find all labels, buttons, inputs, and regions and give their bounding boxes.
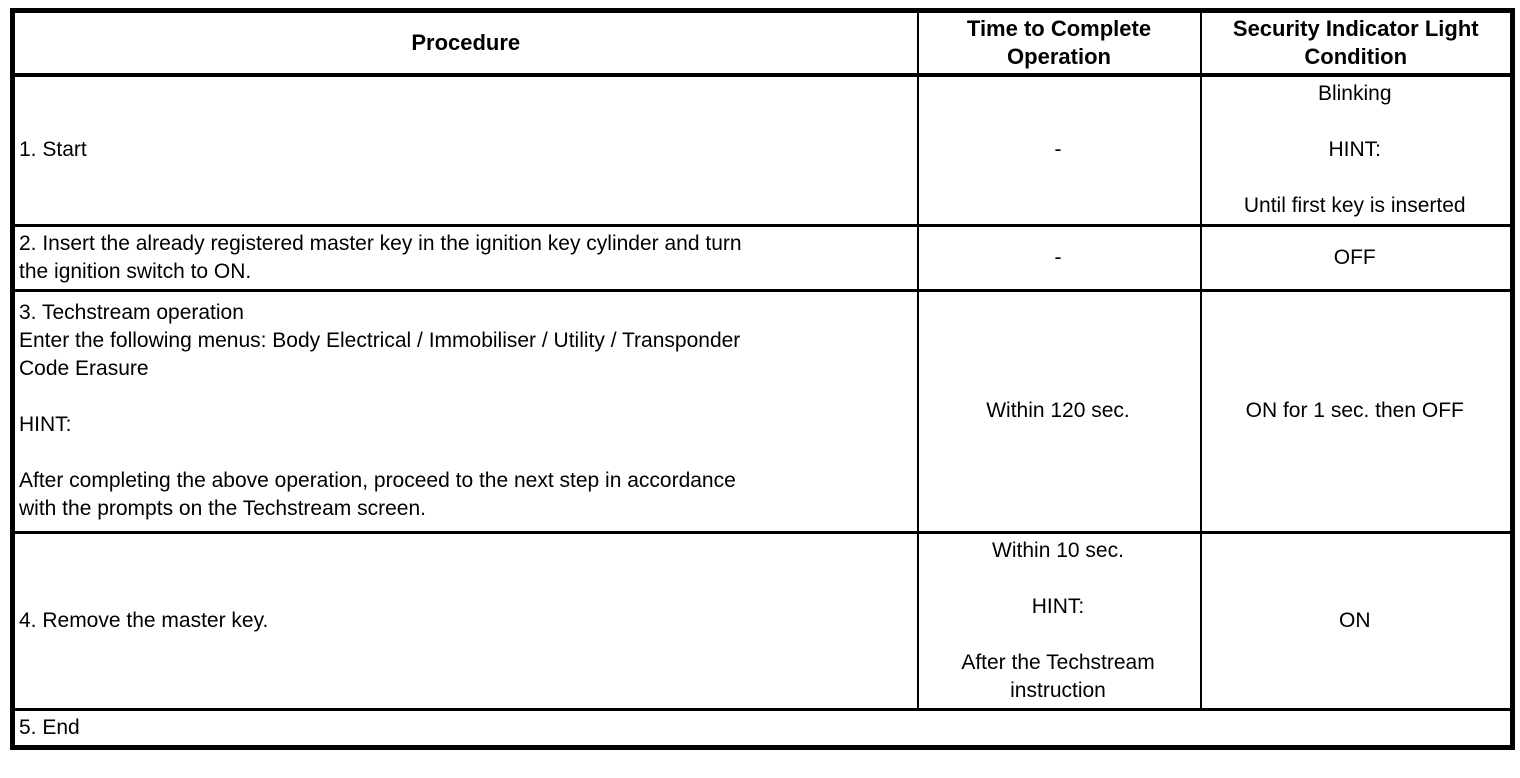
- time-text: Within 120 sec.: [986, 399, 1130, 422]
- row-5-end: 5. End: [11, 707, 1514, 749]
- procedure-hint-text: After completing the above operation, pr…: [19, 469, 736, 520]
- light-status: OFF: [1333, 245, 1376, 269]
- cell-procedure: 4. Remove the master key.: [11, 530, 919, 711]
- header-procedure: Procedure: [11, 9, 919, 77]
- light-status: ON for 1 sec. then OFF: [1245, 399, 1464, 422]
- header-row: Procedure Time to Complete Operation Sec…: [11, 9, 1514, 77]
- cell-procedure: 3. Techstream operation Enter the follow…: [11, 288, 919, 534]
- row-1-start: 1. Start - Blinking HINT: Until first ke…: [11, 73, 1514, 227]
- time-hint-text: After the Techstream instruction: [961, 650, 1155, 702]
- time-text: -: [1054, 245, 1062, 269]
- cell-time: Within 120 sec.: [916, 288, 1202, 534]
- cell-time: -: [916, 223, 1202, 292]
- light-status: Blinking: [1317, 82, 1392, 106]
- procedure-text: 2. Insert the already registered master …: [19, 231, 742, 283]
- header-time-to-complete: Time to Complete Operation: [916, 9, 1202, 77]
- time-text: -: [1054, 138, 1062, 162]
- procedure-text: 1. Start: [19, 138, 87, 162]
- cell-procedure-end: 5. End: [11, 707, 1514, 749]
- procedure-text: 4. Remove the master key.: [19, 608, 269, 632]
- row-2-insert-master-key: 2. Insert the already registered master …: [11, 223, 1514, 292]
- procedure-text: 5. End: [19, 715, 80, 739]
- row-3-techstream-operation: 3. Techstream operation Enter the follow…: [11, 288, 1514, 534]
- cell-procedure: 2. Insert the already registered master …: [11, 223, 919, 292]
- light-hint-text: Until first key is inserted: [1243, 194, 1466, 218]
- time-hint-label: HINT:: [1031, 594, 1085, 618]
- time-text: Within 10 sec.: [992, 538, 1124, 562]
- light-status: ON: [1339, 608, 1371, 632]
- cell-light: OFF: [1199, 223, 1514, 292]
- procedure-text: 3. Techstream operation Enter the follow…: [19, 301, 741, 380]
- procedure-table: Procedure Time to Complete Operation Sec…: [10, 8, 1515, 750]
- cell-time: -: [916, 73, 1202, 227]
- row-4-remove-master-key: 4. Remove the master key. Within 10 sec.…: [11, 530, 1514, 711]
- cell-light: ON: [1199, 530, 1514, 711]
- light-hint-label: HINT:: [1328, 138, 1382, 162]
- cell-light: ON for 1 sec. then OFF: [1199, 288, 1514, 534]
- cell-time: Within 10 sec. HINT: After the Techstrea…: [916, 530, 1202, 711]
- cell-procedure: 1. Start: [11, 73, 919, 227]
- procedure-hint-label: HINT:: [19, 413, 72, 436]
- header-security-indicator-light: Security Indicator Light Condition: [1199, 9, 1514, 77]
- cell-light: Blinking HINT: Until first key is insert…: [1199, 73, 1514, 227]
